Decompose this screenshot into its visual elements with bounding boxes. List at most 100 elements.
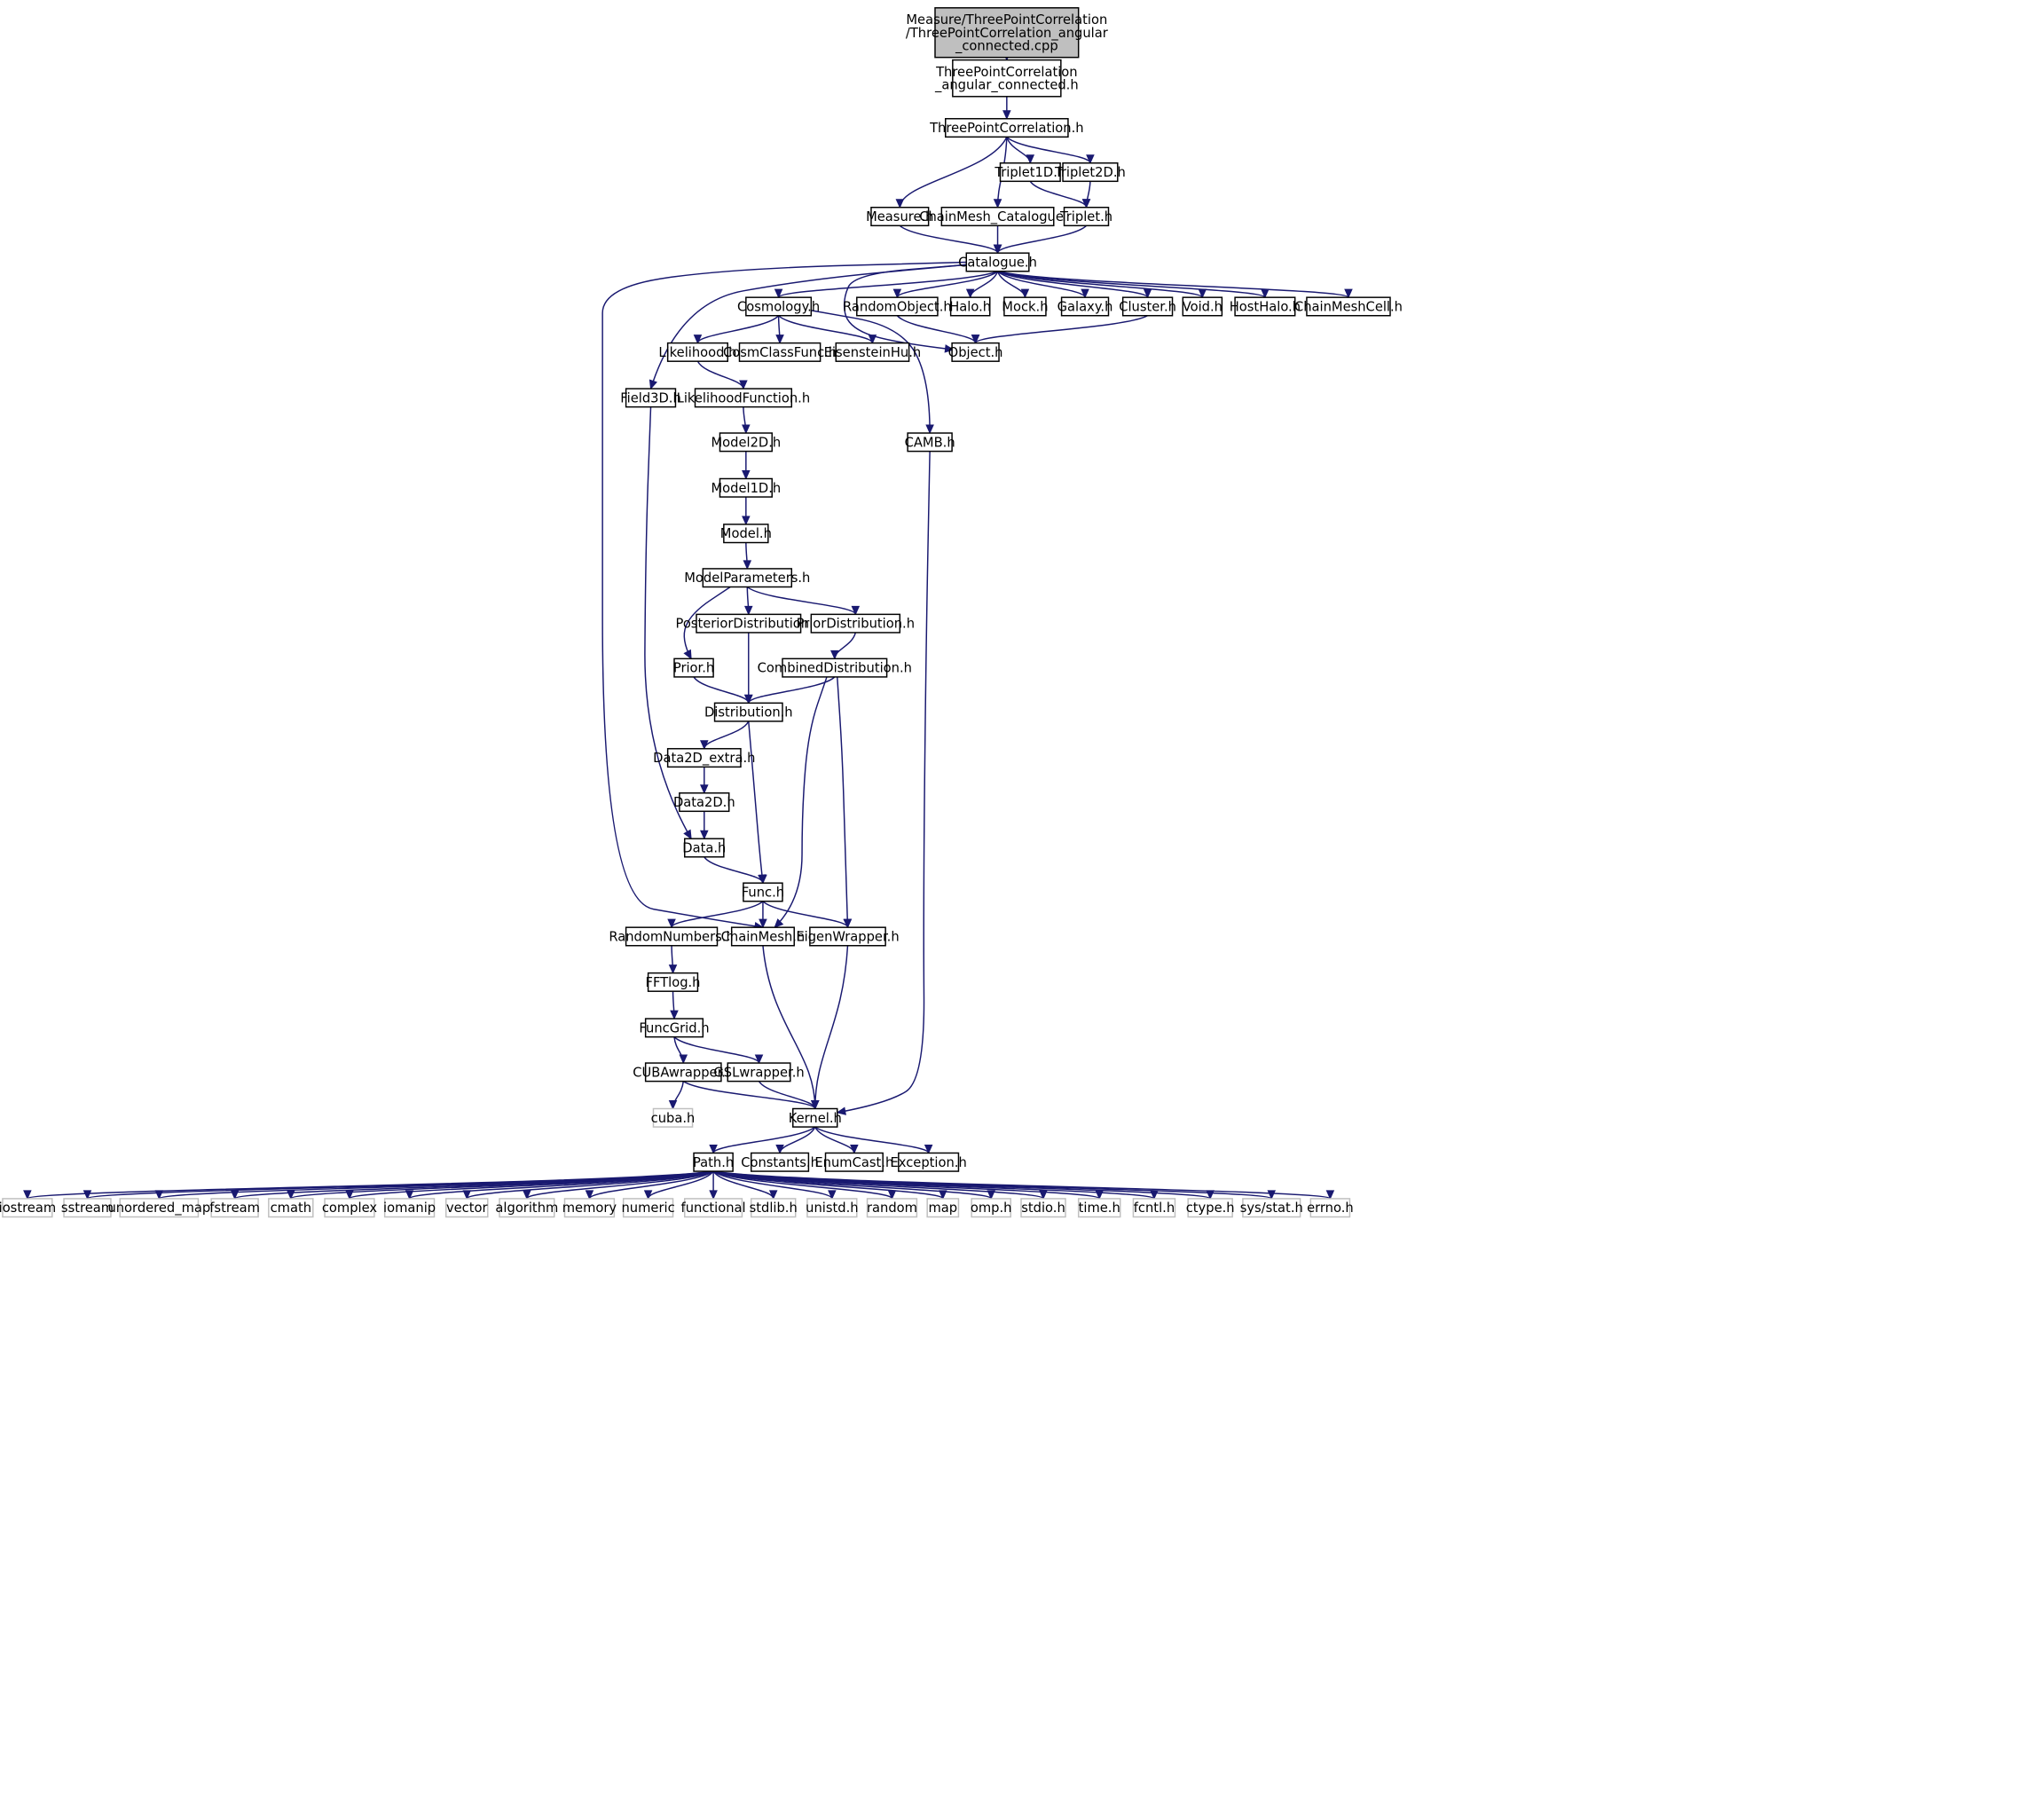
node-cosmclassfunc[interactable]: CosmClassFunc.h — [723, 342, 837, 362]
node-chainmesh_cat[interactable]: ChainMesh_Catalogue.h — [919, 206, 1076, 227]
node-ctype[interactable]: ctype.h — [1186, 1198, 1235, 1218]
node-map[interactable]: map — [926, 1198, 960, 1218]
node-label: Triplet2D.h — [1054, 165, 1126, 180]
node-tpc_ang[interactable]: ThreePointCorrelation_angular_connected.… — [934, 59, 1079, 98]
node-algorithm[interactable]: algorithm — [495, 1198, 558, 1218]
node-cosmology[interactable]: Cosmology.h — [737, 296, 820, 317]
node-cubawrapper[interactable]: CUBAwrapper.h — [633, 1062, 734, 1083]
node-tpc[interactable]: ThreePointCorrelation.h — [929, 118, 1084, 138]
node-stdio[interactable]: stdio.h — [1020, 1198, 1066, 1218]
node-label: Measure.h — [866, 209, 933, 224]
node-combined[interactable]: CombinedDistribution.h — [758, 657, 912, 678]
node-cluster[interactable]: Cluster.h — [1119, 296, 1176, 317]
arrowhead-camb — [925, 424, 934, 435]
node-likelihoodfunction[interactable]: LikelihoodFunction.h — [677, 388, 811, 408]
node-funcgrid[interactable]: FuncGrid.h — [639, 1018, 710, 1038]
node-mock[interactable]: Mock.h — [1002, 296, 1049, 317]
node-distribution[interactable]: Distribution.h — [704, 702, 793, 722]
node-chainmeshcell[interactable]: ChainMeshCell.h — [1294, 296, 1403, 317]
edge-cosmology-to-camb — [811, 310, 931, 434]
node-triplet2d[interactable]: Triplet2D.h — [1054, 162, 1126, 183]
node-model1d[interactable]: Model1D.h — [711, 477, 781, 498]
node-modelparameters[interactable]: ModelParameters.h — [684, 568, 810, 588]
node-catalogue[interactable]: Catalogue.h — [958, 252, 1037, 272]
node-model[interactable]: Model.h — [720, 524, 772, 544]
node-object[interactable]: Object.h — [948, 342, 1003, 362]
node-label: Constants.h — [741, 1155, 819, 1170]
node-kernel[interactable]: Kernel.h — [789, 1107, 842, 1128]
node-data2d_extra[interactable]: Data2D_extra.h — [653, 748, 755, 768]
node-constants[interactable]: Constants.h — [741, 1152, 819, 1172]
node-gslwrapper[interactable]: GSLwrapper.h — [713, 1062, 805, 1083]
node-unistd[interactable]: unistd.h — [806, 1198, 859, 1218]
node-label: RandomNumbers.h — [609, 929, 734, 944]
node-label: map — [928, 1201, 957, 1216]
node-label: _angular_connected.h — [934, 78, 1079, 93]
node-root[interactable]: Measure/ThreePointCorrelation/ThreePoint… — [906, 7, 1109, 59]
node-box — [730, 926, 795, 947]
node-box — [666, 748, 742, 768]
node-time[interactable]: time.h — [1077, 1198, 1121, 1218]
node-randomnumbers[interactable]: RandomNumbers.h — [609, 926, 735, 947]
node-stdlib[interactable]: stdlib.h — [750, 1198, 798, 1218]
node-sysstat[interactable]: sys/stat.h — [1240, 1198, 1303, 1218]
node-memory[interactable]: memory — [562, 1198, 617, 1218]
node-functional[interactable]: functional — [681, 1198, 746, 1218]
node-triplet[interactable]: Triplet.h — [1059, 206, 1112, 227]
node-exception[interactable]: Exception.h — [891, 1152, 967, 1172]
node-iomanip[interactable]: iomanip — [383, 1198, 436, 1218]
edges-layer — [23, 51, 1353, 1201]
node-galaxy[interactable]: Galaxy.h — [1057, 296, 1113, 317]
node-box — [1060, 296, 1110, 317]
node-measure[interactable]: Measure.h — [866, 206, 934, 227]
node-prior[interactable]: Prior.h — [673, 657, 714, 678]
node-complex[interactable]: complex — [322, 1198, 378, 1218]
arrowhead-triplet1d — [1026, 154, 1035, 164]
node-label: RandomObject.h — [843, 299, 952, 314]
node-chainmesh[interactable]: ChainMesh.h — [721, 926, 806, 947]
node-cmath[interactable]: cmath — [268, 1198, 314, 1218]
node-vector[interactable]: vector — [445, 1198, 489, 1218]
node-eisensteinhu[interactable]: EisensteinHu.h — [824, 342, 922, 362]
node-void[interactable]: Void.h — [1182, 296, 1223, 317]
node-unordered_map[interactable]: unordered_map — [107, 1198, 210, 1218]
node-box — [622, 1198, 674, 1218]
node-camb[interactable]: CAMB.h — [905, 432, 955, 453]
node-hosthalo[interactable]: HostHalo.h — [1230, 296, 1301, 317]
node-sstream[interactable]: sstream — [61, 1198, 114, 1218]
node-omp[interactable]: omp.h — [971, 1198, 1012, 1218]
node-model2d[interactable]: Model2D.h — [711, 432, 781, 453]
node-posterior[interactable]: PosteriorDistribution.h — [675, 613, 822, 634]
edge-cubawrapper-to-kernel — [682, 1081, 816, 1110]
node-data2d[interactable]: Data2D.h — [673, 792, 735, 813]
node-path[interactable]: Path.h — [693, 1152, 734, 1172]
arrowhead-omp — [987, 1190, 995, 1201]
arrowhead-model1d — [742, 469, 751, 480]
edge-path-to-algorithm — [526, 1170, 714, 1200]
node-randomobject[interactable]: RandomObject.h — [843, 296, 952, 317]
edge-cluster-to-object — [974, 315, 1148, 344]
node-eigenwrapper[interactable]: EigenWrapper.h — [796, 926, 900, 947]
arrowhead-void — [1198, 288, 1207, 299]
node-func[interactable]: Func.h — [742, 882, 784, 902]
node-halo[interactable]: Halo.h — [949, 296, 991, 317]
node-likelihood[interactable]: Likelihood.h — [658, 342, 736, 362]
node-fstream[interactable]: fstream — [209, 1198, 260, 1218]
node-data[interactable]: Data.h — [682, 838, 726, 858]
arrowhead-cosmclassfunc — [775, 335, 784, 344]
node-fcntl[interactable]: fcntl.h — [1132, 1198, 1176, 1218]
node-random[interactable]: random — [866, 1198, 918, 1218]
node-cuba[interactable]: cuba.h — [651, 1107, 696, 1128]
node-triplet1d[interactable]: Triplet1D.h — [994, 162, 1065, 183]
node-numeric[interactable]: numeric — [622, 1198, 675, 1218]
node-enumcast[interactable]: EnumCast.h — [814, 1152, 893, 1172]
node-label: memory — [562, 1201, 617, 1216]
node-errno[interactable]: errno.h — [1307, 1198, 1354, 1218]
node-field3d[interactable]: Field3D.h — [620, 388, 681, 408]
node-box — [268, 1198, 314, 1218]
edge-tpc-to-measure — [899, 137, 1008, 208]
node-fftlog[interactable]: FFTlog.h — [646, 972, 701, 992]
edge-camb-to-kernel — [837, 451, 931, 1114]
node-iostream[interactable]: iostream — [0, 1198, 56, 1218]
node-priordist[interactable]: PriorDistribution.h — [797, 613, 915, 634]
